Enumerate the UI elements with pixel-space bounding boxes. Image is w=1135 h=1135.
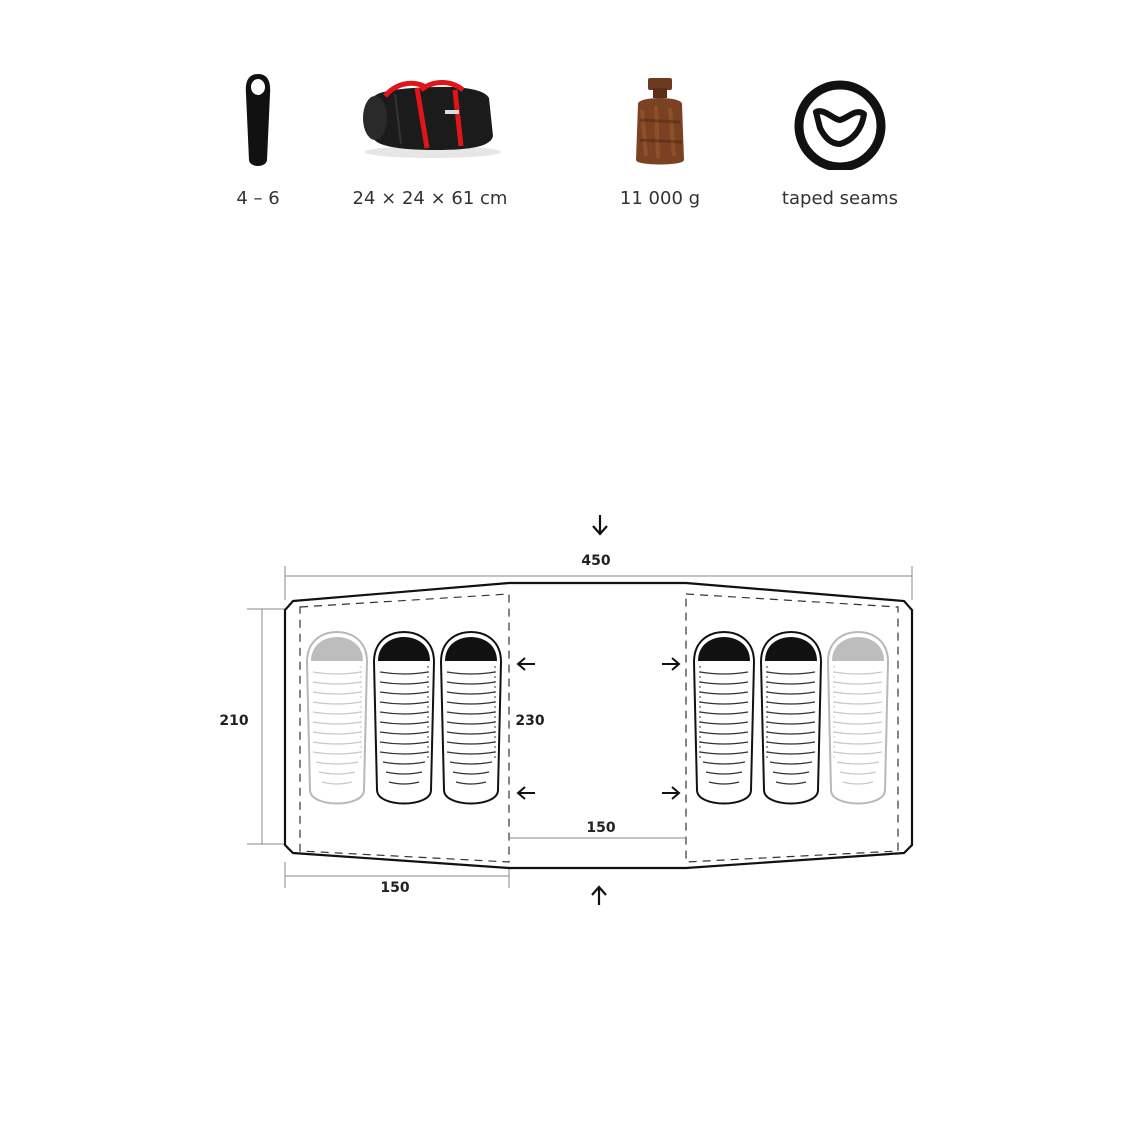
sleeping-bags (305, 630, 890, 805)
total-length-dimension: 450 (284, 553, 913, 600)
bedroom-length-dimension: 150 (284, 862, 510, 896)
spec-taped-seams: taped seams (780, 70, 900, 209)
sleeping-bag-left-2 (372, 630, 436, 805)
bottom-entrance-arrow (591, 885, 607, 905)
right-door-arrows (662, 657, 681, 800)
left-bedroom-outline (299, 593, 510, 863)
center-width-label: 230 (515, 713, 544, 729)
sleeping-bag-left-1 (305, 630, 369, 805)
pack-size-label: 24 × 24 × 61 cm (352, 188, 508, 209)
weight-icon (636, 78, 684, 165)
outer-width-dimension: 210 (219, 608, 285, 845)
vestibule-length-label: 150 (586, 820, 615, 836)
duffel-bag-icon (363, 80, 501, 158)
right-bedroom-outline (685, 593, 899, 863)
taped-seams-label: taped seams (781, 188, 899, 209)
top-entrance-arrow (592, 515, 608, 536)
bedroom-length-label: 150 (380, 880, 409, 896)
spec-sleepers: 4 – 6 (208, 70, 308, 209)
sleeping-bag-right-4 (692, 630, 756, 805)
sleeping-bag-icon (245, 74, 271, 166)
spec-pack-size: 24 × 24 × 61 cm (353, 70, 507, 209)
sleeping-bag-left-3 (439, 630, 503, 805)
weight-label: 11 000 g (619, 188, 701, 209)
spec-weight: 11 000 g (615, 70, 705, 209)
sleepers-label: 4 – 6 (236, 188, 280, 209)
outer-width-label: 210 (219, 713, 248, 729)
sleeping-bag-right-6 (826, 630, 890, 805)
total-length-label: 450 (581, 553, 610, 569)
left-door-arrows (516, 657, 535, 800)
sleeping-bag-right-5 (759, 630, 823, 805)
taped-seams-icon (794, 80, 886, 170)
vestibule-length-dimension: 150 (509, 820, 686, 839)
